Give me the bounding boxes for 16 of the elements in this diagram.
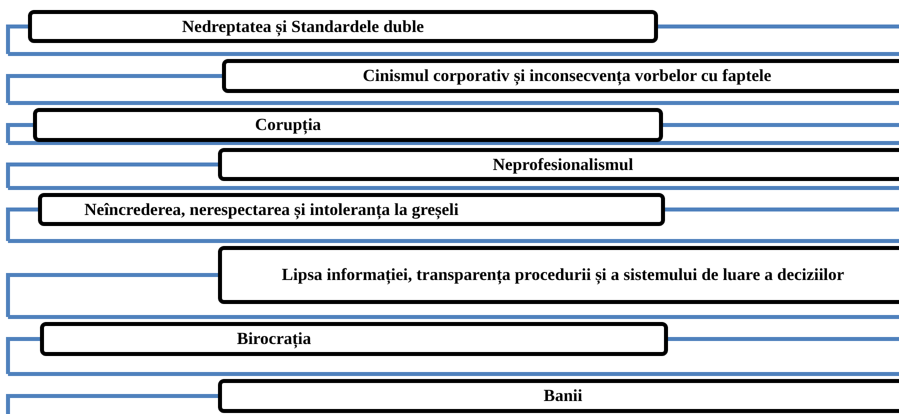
item-label: Lipsa informației, transparența procedurii și a sistemului de luare a deciziilor	[280, 265, 846, 285]
item-label: Neîncrederea, nerespectarea și intoleranța la greșeli	[83, 200, 460, 220]
item-box	[218, 148, 899, 181]
item-box	[218, 379, 899, 413]
item-box	[40, 322, 668, 356]
item-label: Neprofesionalismul	[492, 154, 634, 174]
item-box	[38, 193, 665, 226]
item-box	[222, 59, 899, 93]
item-box	[28, 10, 658, 43]
item-label: Corupția	[254, 115, 322, 135]
item-label: Cinismul corporativ și inconsecvența vorbelor cu faptele	[362, 66, 772, 86]
item-box	[33, 108, 663, 142]
item-label: Birocrația	[236, 329, 312, 349]
item-box	[218, 246, 899, 304]
item-label: Nedreptatea și Standardele duble	[181, 16, 425, 36]
item-label: Banii	[542, 386, 584, 406]
